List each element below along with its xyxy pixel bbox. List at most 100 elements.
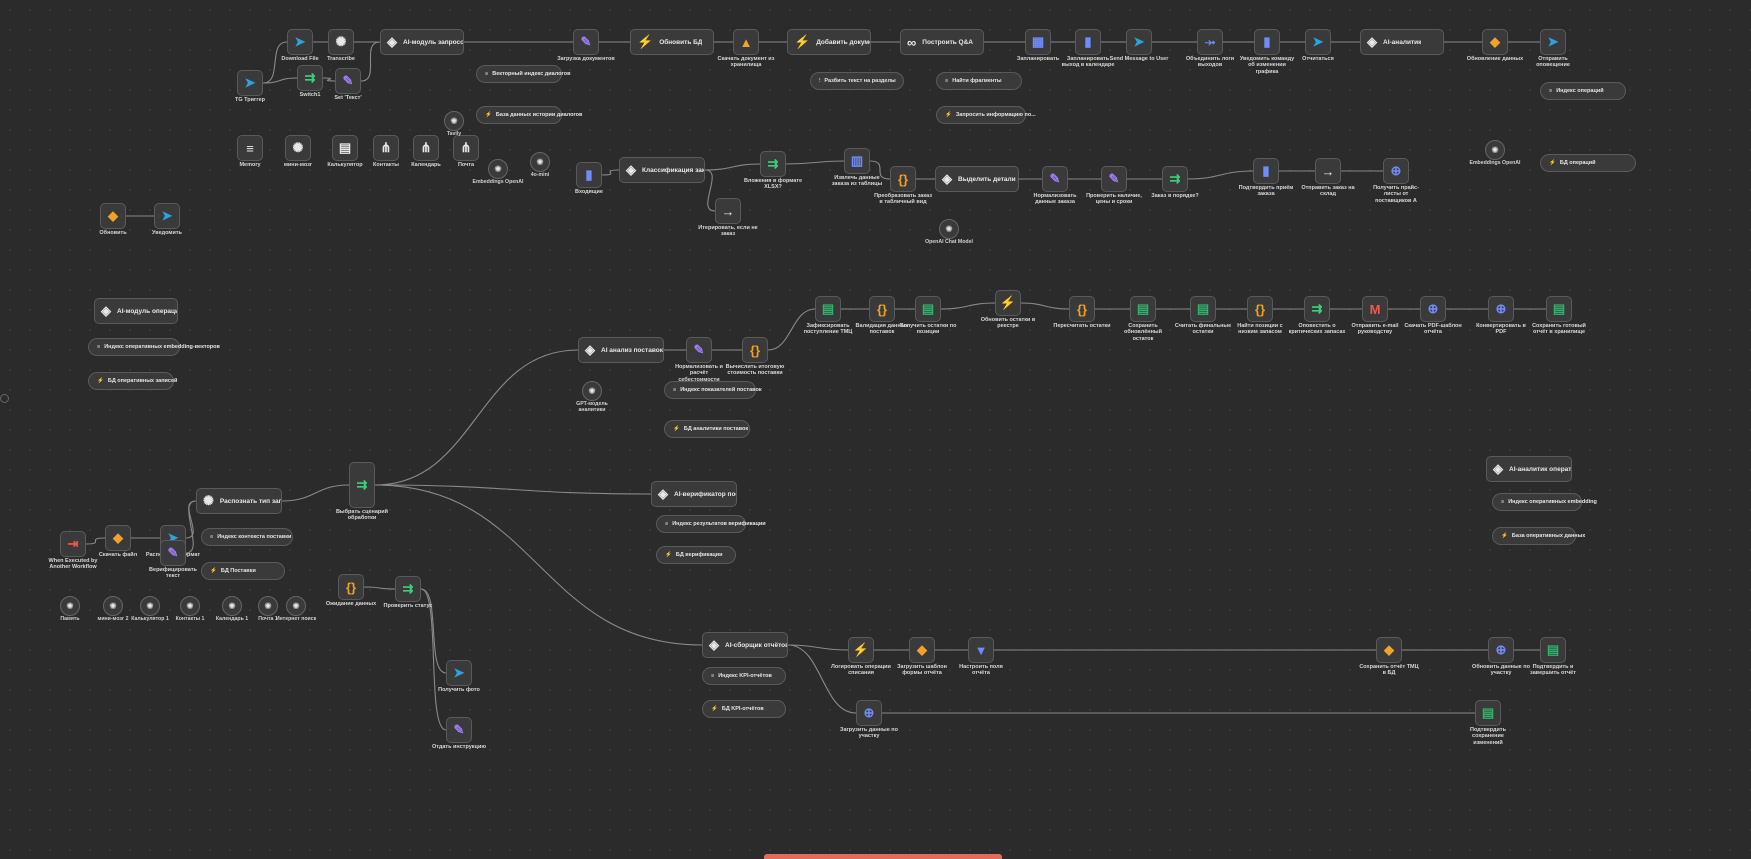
node-check-status[interactable]: ⇉Проверить статус — [383, 576, 433, 609]
node-get-price[interactable]: ⊕Получить прайс-листы от поставщиков А — [1373, 158, 1419, 204]
connection-0[interactable] — [262, 41, 288, 84]
node-recognize[interactable]: ✺Распознать тип запроса — [196, 488, 282, 514]
node-plan[interactable]: ▦Запланировать — [1017, 29, 1059, 62]
node-when-exec[interactable]: ⇥When Executed by Another Workflow — [49, 531, 97, 570]
node-send-instr[interactable]: ✎Отдать инструкцию — [432, 717, 486, 750]
sub-openai-chat[interactable]: ✺OpenAI Chat Model — [925, 219, 973, 245]
node-ai-kpi[interactable]: ◈AI-сборщик отчётов KPI — [702, 632, 788, 658]
node-update-db[interactable]: ⚡Обновить БД — [630, 29, 714, 55]
node-reg-receipt[interactable]: ▤Зафиксировать поступление ТМЦ — [804, 296, 852, 335]
node-incoming[interactable]: ▮Входящие — [575, 162, 603, 195]
node-read-file[interactable]: ◆Скачать файл — [99, 525, 137, 558]
node-select-scenario[interactable]: ⇉Выбрать сценарий обработки — [336, 462, 388, 521]
node-pdf-report[interactable]: ⊕Скачать PDF-шаблон отчёта — [1404, 296, 1462, 335]
connection-48[interactable] — [85, 537, 106, 545]
connection-19[interactable] — [360, 41, 381, 82]
node-ai-supply[interactable]: ◈AI анализ поставок — [578, 337, 664, 363]
connection-51[interactable] — [281, 484, 350, 502]
node-update-site[interactable]: ⊕Обновить данные по участку — [1472, 637, 1530, 676]
node-prep-accept[interactable]: ▮Подтвердить приём заказа — [1239, 158, 1293, 197]
connection-17[interactable] — [262, 77, 298, 84]
node-ai-requests[interactable]: ◈AI-модуль запросов — [380, 29, 464, 55]
node-mini-model[interactable]: ✺мини-мозг — [284, 135, 312, 168]
connection-65[interactable] — [420, 588, 447, 731]
node-calc-cost[interactable]: {}Вычислить итоговую стоимость поставки — [726, 337, 784, 376]
node-calculator[interactable]: ▤Калькулятор — [327, 135, 363, 168]
pill-idx-verif[interactable]: ≡Индекс результатов верификации — [656, 515, 766, 533]
pill-idx-embed[interactable]: ≡Индекс оперативных embedding-векторов — [88, 338, 220, 356]
node-set-text[interactable]: ✎Set 'Текст' — [334, 68, 362, 101]
sub-mini2[interactable]: ✺мини-мозг 2 — [97, 596, 129, 622]
node-extract-xls[interactable]: ▥Извлечь данные заказа из таблицы — [832, 148, 882, 187]
connection-64[interactable] — [420, 588, 447, 674]
node-verify-text[interactable]: ✎Верифицировать текст — [149, 540, 197, 579]
node-save-report[interactable]: ▤Сохранить готовый отчёт в хранилище — [1532, 296, 1586, 335]
pill-db-kpi[interactable]: ⚡БД KPI-отчётов — [702, 700, 786, 718]
connection-21[interactable] — [704, 163, 761, 171]
node-check-prices[interactable]: ✎Проверить наличие, цены и сроки — [1086, 166, 1142, 205]
node-mail[interactable]: ⋔Почта — [453, 135, 479, 168]
node-send-order[interactable]: →Отправить заказ на склад — [1301, 158, 1355, 197]
pill-db-post[interactable]: ⚡БД Поставки — [201, 562, 285, 580]
sub-web[interactable]: ✺Интернет поиск — [276, 596, 316, 622]
node-contacts[interactable]: ⋔Контакты — [373, 135, 399, 168]
sub-gpt4o[interactable]: ✺4o-mini — [530, 152, 550, 178]
node-low-items[interactable]: {}Найти позиции с низким запасом — [1237, 296, 1283, 335]
node-log-ops[interactable]: ⚡Логировать операции списания — [831, 637, 891, 676]
node-approve[interactable]: ▤Подтвердить и завершить отчёт — [1530, 637, 1576, 676]
connection-18[interactable] — [322, 77, 336, 82]
node-final-stock[interactable]: ▤Считать финальные остатки — [1175, 296, 1231, 335]
node-send-user[interactable]: ➤Send Message to User — [1110, 29, 1168, 62]
node-update-stock[interactable]: ⚡Обновить остатки в реестре — [981, 290, 1035, 329]
sub-tavily[interactable]: ✺Tavily — [444, 111, 464, 137]
pill-db-dialogs[interactable]: ⚡База данных истории диалогов — [476, 106, 582, 124]
sub-memory2[interactable]: ✺Память — [60, 596, 80, 622]
sub-gpt-model[interactable]: ✺GPT-модель аналитики — [576, 381, 608, 413]
sub-contacts2[interactable]: ✺Контакты 1 — [176, 596, 204, 622]
pill-db-supply[interactable]: ⚡БД аналитики поставок — [664, 420, 750, 438]
node-send-alert[interactable]: ➤Отправить оповещение — [1536, 29, 1570, 68]
node-save-kpi[interactable]: ◆Сохранить отчёт ТМЦ в БД — [1359, 637, 1419, 676]
connection-53[interactable] — [374, 484, 652, 495]
pill-idx-ops[interactable]: ≡Индекс операций — [1540, 82, 1626, 100]
sub-cal2[interactable]: ✺Календарь 1 — [216, 596, 248, 622]
sub-calc2[interactable]: ✺Калькулятор 1 — [131, 596, 169, 622]
node-notify-change[interactable]: ▮Уведомить команду об изменении графика — [1240, 29, 1294, 75]
node-save-stock[interactable]: ▤Сохранить обновлённый остаток — [1124, 296, 1162, 342]
connection-31[interactable] — [704, 169, 716, 212]
node-notify-tmc[interactable]: ➤Уведомить — [152, 203, 182, 236]
node-memory[interactable]: ≡Memory — [237, 135, 263, 168]
pill-db-oper[interactable]: ⚡БД оперативных записей — [88, 372, 177, 390]
node-merge-exits[interactable]: ⤞Объединить логи выходов — [1186, 29, 1234, 68]
pill-vec-dialogs[interactable]: ≡Векторный индекс диалогов — [476, 65, 570, 83]
connection-66[interactable] — [185, 500, 197, 554]
canvas-edge-handle[interactable] — [0, 394, 9, 403]
node-get-stock[interactable]: ▤Получить остатки по позиции — [900, 296, 956, 335]
node-switch1[interactable]: ⇉Switch1 — [297, 65, 323, 98]
pill-idx-supply[interactable]: ≡Индекс показателей поставок — [664, 381, 762, 399]
node-validate[interactable]: {}Валидация данных поставок — [856, 296, 908, 335]
node-update-data[interactable]: ◆Обновление данных — [1467, 29, 1523, 62]
sub-embeddings[interactable]: ✺Embeddings OpenAI — [472, 159, 524, 185]
connection-22[interactable] — [785, 160, 845, 165]
node-update-tmc[interactable]: ◆Обновить — [99, 203, 127, 236]
node-reply-tg[interactable]: ➤Отчитаться — [1302, 29, 1334, 62]
node-record-exit[interactable]: ▮Запланировать выход в календаре — [1062, 29, 1114, 68]
node-load-parts[interactable]: ⊕Загрузить данные по участку — [840, 700, 898, 739]
node-ai-analytics2[interactable]: ◈AI-аналитик оперативных — [1486, 456, 1572, 482]
execute-workflow-bar[interactable] — [764, 854, 1002, 859]
node-download-doc[interactable]: ▲Скачать документ из хранилища — [718, 29, 774, 68]
sub-embed-ops[interactable]: ✺Embeddings OpenAI — [1469, 140, 1521, 166]
connection-50[interactable] — [185, 500, 197, 539]
pill-db-verif[interactable]: ⚡БД верификации — [656, 546, 736, 564]
node-iterate[interactable]: →Итерировать, если не заказ — [698, 198, 758, 237]
node-calendar[interactable]: ⋔Календарь — [411, 135, 441, 168]
node-load-docs[interactable]: ✎Загрузка документов — [557, 29, 615, 62]
node-confirm-save[interactable]: ▤Подтвердить сохранение изменений — [1470, 700, 1506, 746]
connection-63[interactable] — [363, 586, 396, 590]
connection-54[interactable] — [374, 484, 703, 646]
node-order-ok[interactable]: ⇉Заказ в порядке? — [1151, 166, 1199, 199]
node-recalc[interactable]: {}Пересчитать остатки — [1053, 296, 1111, 329]
